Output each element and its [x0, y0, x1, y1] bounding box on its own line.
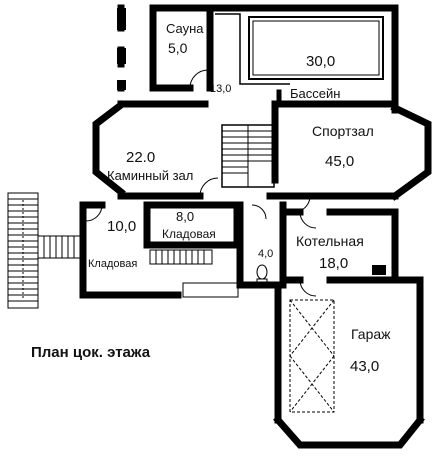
- wall-blocks: [117, 8, 126, 90]
- garage-name: Гараж: [351, 326, 391, 342]
- gym-name: Спортзал: [312, 123, 374, 139]
- sauna-area: 5,0: [168, 40, 188, 56]
- storage2-name: Кладовая: [162, 227, 216, 241]
- storage1-area: 10,0: [107, 218, 136, 235]
- boiler-name: Котельная: [296, 233, 364, 249]
- small-stair: [149, 249, 239, 298]
- garage-doors: [289, 299, 335, 413]
- wc-area: 4,0: [258, 248, 273, 260]
- fireplace-name: Каминный зал: [107, 168, 193, 183]
- garage-area: 43,0: [350, 358, 379, 375]
- sauna-name: Сауна: [166, 21, 204, 36]
- toilet-icon: [256, 264, 268, 285]
- storage2-area: 8,0: [176, 209, 194, 224]
- pool-area: 30,0: [306, 53, 335, 70]
- gym-area: 45,0: [325, 153, 354, 170]
- pool-name: Бассейн: [290, 86, 340, 101]
- plan-caption: План цок. этажа: [31, 344, 151, 361]
- room-labels: Сауна 5,0 13,0 30,0 Бассейн 22.0 Каминны…: [88, 21, 391, 375]
- exterior-walls: [79, 4, 432, 449]
- fireplace-area: 22.0: [126, 149, 155, 166]
- center-staircase: [221, 124, 275, 188]
- corridor-area: 13,0: [210, 83, 231, 95]
- pool: [215, 13, 384, 105]
- boiler-area: 18,0: [319, 255, 348, 272]
- boiler-unit: [372, 265, 386, 275]
- outer-staircase: [7, 192, 84, 309]
- storage1-name: Кладовая: [88, 258, 137, 270]
- door-swings: [85, 69, 317, 297]
